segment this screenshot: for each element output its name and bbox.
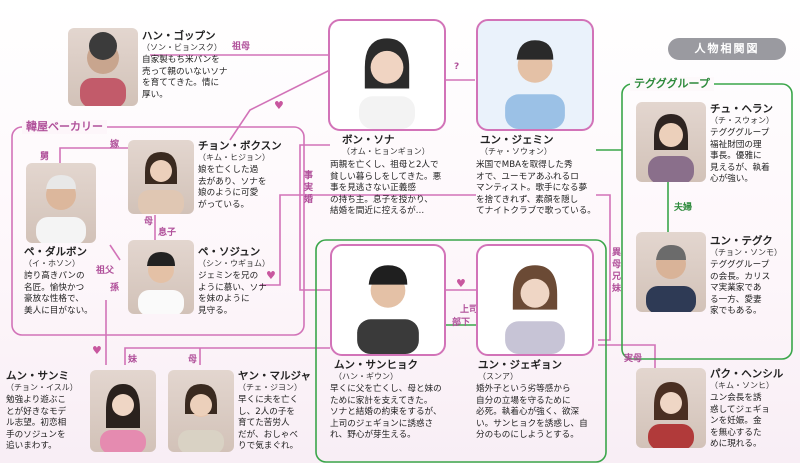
photo-chu	[636, 102, 706, 182]
name-han: ハン・ゴップン	[142, 30, 216, 42]
rel-mago: 孫	[110, 283, 120, 293]
line-pedal-pesoj	[109, 244, 121, 261]
line-chon-pedal	[59, 147, 130, 165]
name-yunj: ユン・ジェミン	[480, 134, 554, 146]
photo-pesoj	[128, 240, 194, 314]
desc-chon: 娘を亡くした過 去があり、ソナを 娘のように可愛 がっている。	[198, 165, 267, 210]
line-pak-yunje	[598, 344, 656, 375]
rel-musuko: 息子	[158, 228, 177, 238]
desc-yan: 早くに夫を亡く し、2人の子を 育てた苦労人 だが、おしゃべ りで気まぐれ。	[238, 395, 299, 451]
heart-icon: ♥	[274, 99, 284, 112]
line-bon-chon	[229, 69, 331, 141]
rel-buka: 部下	[452, 318, 471, 328]
actor-pak: （キム・ソンヒ）	[710, 381, 774, 390]
desc-bon: 両親を亡くし、祖母と2人で 貧しい暮らしをしてきた。悪 事を見逃さない正義感 の…	[330, 160, 442, 216]
rel-jitsubo: 実母	[624, 354, 643, 364]
inner-family-outline	[315, 239, 607, 463]
heart-icon: ♥	[92, 344, 102, 357]
desc-yunt: テグググループ の会長。カリス マ実業家であ る一方、愛妻 家でもある。	[710, 260, 771, 316]
rel-sofu: 祖父	[96, 266, 115, 276]
heart-icon: ♥	[456, 277, 466, 290]
heart-icon: ♥	[266, 269, 276, 282]
actor-chon: （キム・ヒジョン）	[198, 153, 270, 162]
rel-joshi: 上司	[460, 305, 479, 315]
actor-pedal: （イ・ホソン）	[24, 259, 80, 268]
desc-munsn: 勉強より遊ぶこ とが好きなモデ ル志望。初恋相 手のソジュンを 追いまわす。	[6, 395, 67, 451]
bakery-group-outline	[11, 126, 305, 336]
rel-yome: 嫁	[110, 140, 120, 150]
actor-bon: （オム・ヒョンギョン）	[342, 147, 430, 156]
actor-yunt: （チョン・ソンモ）	[710, 248, 782, 257]
actor-yunj: （チャ・ソウォン）	[480, 147, 552, 156]
photo-pak	[636, 368, 706, 448]
photo-yunje	[476, 244, 594, 356]
desc-chu: テグググループ 福祉財団の理 事長。優雅に 見えるが、執着 心が強い。	[710, 128, 770, 184]
desc-pedal: 誇り高きパンの 名匠。愉快かつ 豪放な性格で、 美人に目がない。	[24, 271, 93, 316]
rel-question: ?	[454, 62, 460, 72]
name-munsn: ムン・サンミ	[6, 370, 69, 382]
rel-jijitsukon: 事実婚	[304, 171, 314, 205]
photo-yan	[168, 370, 234, 452]
chart-title: 人物相関図	[668, 38, 786, 60]
bakery-group-label: 韓屋ベーカリー	[22, 120, 107, 134]
name-bon: ボン・ソナ	[342, 134, 395, 146]
rel-imouto: 妹	[128, 355, 138, 365]
actor-han: （ソン・ビョンスク）	[142, 43, 222, 52]
desc-yunj: 米国でMBAを取得した秀 オで、ユーモアあふれるロ マンティスト。歌手になる夢 …	[476, 160, 596, 216]
photo-chon	[128, 140, 194, 214]
name-yan: ヤン・マルジャ	[238, 370, 311, 382]
name-yunje: ユン・ジェギョン	[478, 359, 562, 371]
actor-yan: （チェ・ジヨン）	[238, 383, 302, 392]
desc-munsa: 早くに父を亡くし、母と妹の ために家計を支えてきた。 ソナと結婚の約束をするが、…	[330, 384, 442, 440]
tegug-group-label: テグググループ	[630, 77, 714, 91]
photo-munsn	[90, 370, 156, 452]
desc-pesoj: ジェミンを兄の ように慕い、ソナ を妹のように 見守る。	[198, 271, 267, 316]
actor-munsa: （ハン・ギウン）	[334, 372, 398, 381]
rel-ibokyodai: 異母兄妹	[612, 248, 622, 294]
name-munsa: ムン・サンヒョク	[334, 359, 418, 371]
name-pedal: ペ・ダルボン	[24, 246, 87, 258]
actor-pesoj: （シン・ウギョム）	[198, 259, 270, 268]
line-pesoj-yunj	[260, 194, 476, 286]
name-pesoj: ペ・ソジュン	[198, 246, 261, 258]
photo-munsa	[330, 244, 446, 356]
line-bon-munsa	[299, 144, 330, 291]
desc-yunje: 婚外子という劣等感から 自分の立場を守るために 必死。執着心が強く、欲深 い。サ…	[476, 384, 588, 440]
line-family-munsa	[124, 347, 330, 365]
rel-shuto: 舅	[40, 152, 50, 162]
photo-yunj	[476, 19, 594, 131]
line-yunj-yunje	[596, 194, 611, 341]
photo-yunt	[636, 232, 706, 312]
name-pak: パク・ヘンシル	[710, 368, 784, 380]
rel-haha: 母	[144, 217, 154, 227]
actor-chu: （チ・スウォン）	[710, 116, 774, 125]
name-yunt: ユン・テグク	[710, 235, 773, 247]
desc-pak: ユン会長を誘 惑してジェギョ ンを妊娠。金 を無心するた めに現れる。	[710, 393, 770, 449]
rel-fufu: 夫婦	[674, 203, 693, 213]
desc-han: 自家製もち米パンを 売って親のいないソナ を育ててきた。情に 厚い。	[142, 55, 228, 100]
actor-munsn: （チョン・イスル）	[6, 383, 78, 392]
photo-pedal	[26, 163, 96, 243]
name-chon: チョン・ボクスン	[198, 140, 282, 152]
photo-bon	[328, 19, 446, 131]
rel-grandmother: 祖母	[232, 42, 251, 52]
actor-yunje: （スンア）	[478, 372, 518, 381]
rel-haha2: 母	[188, 355, 198, 365]
photo-han	[68, 28, 138, 106]
name-chu: チュ・ヘラン	[710, 103, 773, 115]
